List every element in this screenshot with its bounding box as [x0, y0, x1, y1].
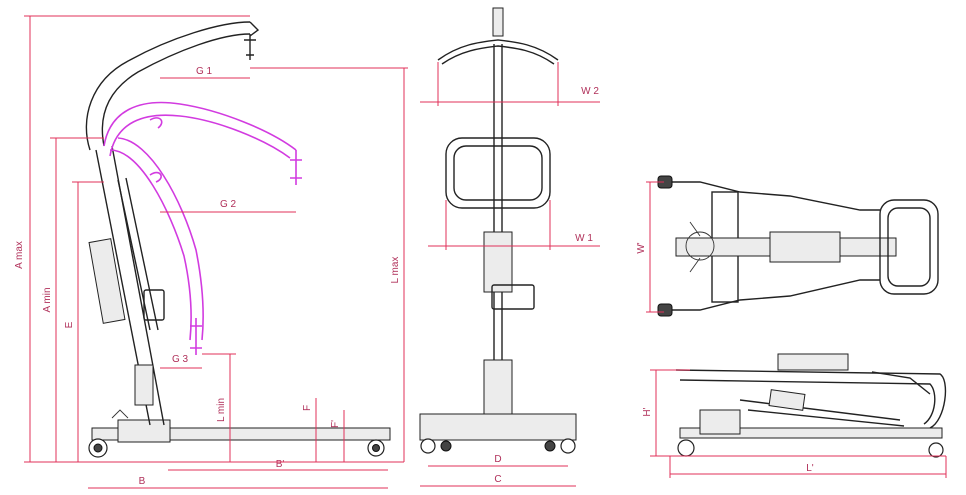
front-handle-loop: [445, 137, 551, 209]
side-view-dimensions: A max A min E G 1 G 2 G 3 L max L min F …: [14, 15, 408, 489]
f-label: F: [302, 405, 313, 411]
boom-low-position-upper: [117, 137, 204, 341]
front-base-column: [483, 359, 513, 421]
boom-lower: [101, 33, 251, 147]
a-min-label: A min: [42, 287, 53, 312]
folded-base-rail: [679, 427, 943, 439]
top-view: [657, 175, 939, 317]
folded-base-housing: [699, 409, 741, 435]
battery-box: [88, 238, 126, 324]
actuator: [117, 177, 159, 331]
front-view: [419, 7, 577, 454]
l-min-label: L min: [216, 398, 227, 422]
d-label: D: [494, 454, 501, 465]
folded-actuator: [768, 389, 806, 411]
boom-low-position-lower: [109, 149, 192, 341]
l-max-label: L max: [390, 257, 401, 284]
l-prime-label: L': [806, 463, 814, 474]
w2-label: W 2: [581, 86, 599, 97]
folded-view: [675, 353, 947, 458]
b-prime-label: B': [276, 459, 285, 470]
foot-pedal: [111, 409, 129, 419]
folded-boom: [675, 369, 947, 429]
w-prime-label: W': [636, 242, 647, 253]
actuator-base: [134, 364, 154, 406]
g2-label: G 2: [220, 199, 237, 210]
top-actuator: [769, 231, 841, 263]
front-view-dimensions: W 2 W 1 D C: [420, 62, 600, 487]
folded-view-dimensions: H' L': [642, 369, 947, 478]
g3-label: G 3: [172, 354, 189, 365]
c-label: C: [494, 474, 501, 485]
front-actuator: [483, 231, 513, 293]
top-leg-lower: [664, 279, 880, 311]
a-max-label: A max: [14, 241, 25, 269]
h-prime-label: H': [642, 407, 653, 416]
spreader-hook: [244, 34, 256, 60]
top-handle-loop: [879, 199, 939, 295]
boom-upper: [85, 21, 251, 151]
top-view-dimensions: W': [636, 181, 664, 313]
e-label: E: [64, 321, 75, 328]
front-top-grip: [492, 7, 504, 37]
boom-mid-position-lower: [109, 114, 291, 159]
front-spreader-bar: [437, 39, 559, 61]
boom-mid-position-upper: [103, 101, 297, 151]
b-label: B: [139, 476, 146, 487]
boom-mid-hook: [290, 150, 302, 185]
folded-top-block: [777, 353, 849, 371]
f-prime-label: F': [330, 420, 341, 428]
front-control-box: [491, 284, 535, 310]
folded-mast: [739, 399, 905, 427]
w1-label: W 1: [575, 233, 593, 244]
boom-low-hook: [190, 318, 202, 355]
base-housing: [117, 419, 171, 443]
g1-label: G 1: [196, 66, 213, 77]
top-leg-upper: [664, 181, 880, 211]
front-base: [419, 413, 577, 441]
side-view: [85, 21, 391, 458]
